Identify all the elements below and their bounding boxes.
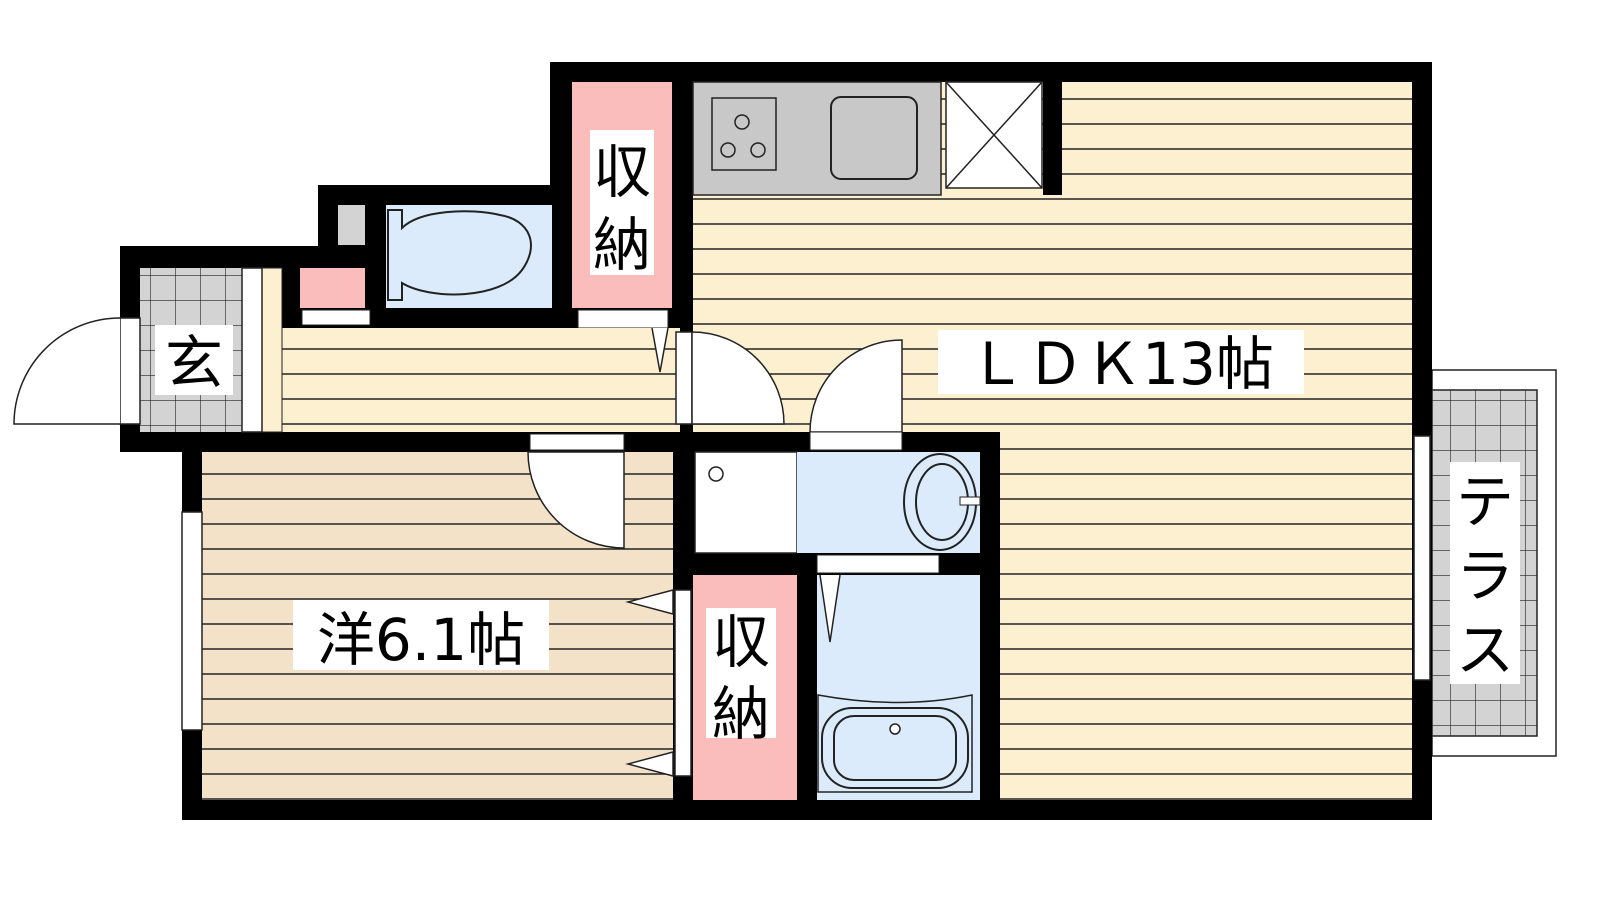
stove-burner-icon [750,142,766,158]
entrance-label: 玄 [165,329,223,397]
western-label: 洋6.1帖 [317,606,525,674]
washroom [694,451,981,554]
storage-top-label-1: 収 [593,138,651,206]
terrace: テ ラ ス [1431,369,1557,757]
western-room: 洋6.1帖 [181,433,692,800]
entrance: 玄 [13,267,263,433]
entry-door[interactable] [13,317,121,425]
storage-top: 収 納 [572,82,672,329]
stove-burner-icon [720,142,736,158]
bathroom [816,554,980,800]
terrace-label-3: ス [1456,616,1514,684]
kitchen-counter [692,81,942,196]
ldk-door[interactable] [691,331,785,425]
storage-top-label-2: 納 [593,211,651,279]
terrace-label-1: テ [1456,468,1514,536]
stove-burner-icon [734,114,750,130]
storage-bottom: 収 納 [693,575,797,800]
sink-icon [830,96,918,180]
storage-bottom-label-2: 納 [712,680,770,748]
terrace-window[interactable] [1413,435,1431,681]
fridge-space [945,81,1062,195]
toilet-room [300,205,552,326]
wash-door[interactable] [809,339,903,433]
ldk-label: ＬＤＫ13帖 [968,330,1274,398]
storage-bottom-label-1: 収 [712,608,770,676]
hallway [262,328,680,432]
terrace-label-2: ラ [1456,542,1514,610]
washer-drain-icon [708,466,724,482]
toilet-icon [387,209,532,301]
western-door[interactable] [527,451,625,549]
